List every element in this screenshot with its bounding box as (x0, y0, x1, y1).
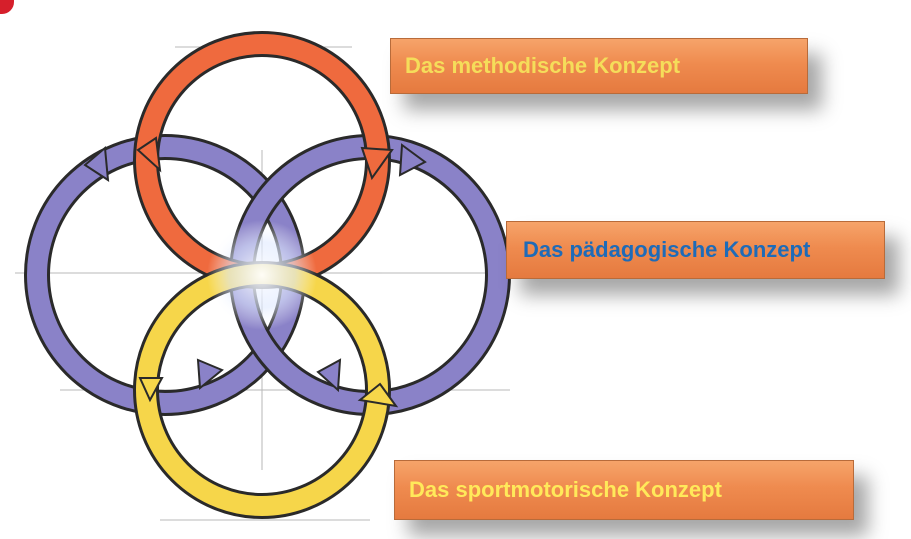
arrowhead-orange-right (360, 146, 394, 181)
label-methodisches-konzept: Das methodische Konzept (390, 38, 808, 94)
arrowhead-yellow-right (357, 382, 399, 408)
label-methodisches-konzept-text: Das methodische Konzept (405, 53, 681, 78)
arrowhead-orange-left (136, 136, 162, 173)
arrowhead-purple-left-bottom (196, 358, 224, 390)
arrowhead-purple-left-top (83, 145, 110, 182)
arrowhead-yellow-left (138, 377, 164, 403)
arrowhead-purple-right-top (398, 143, 427, 177)
center-glow (207, 220, 317, 330)
label-paedagogisches-konzept-text: Das pädagogische Konzept (523, 237, 811, 262)
arrowheads (83, 136, 427, 408)
label-sportmotorisches-konzept: Das sportmotorische Konzept (394, 460, 854, 520)
label-sportmotorisches-konzept-text: Das sportmotorische Konzept (409, 477, 722, 502)
arrowhead-purple-right-bottom (316, 358, 342, 393)
label-paedagogisches-konzept: Das pädagogische Konzept (506, 221, 885, 279)
